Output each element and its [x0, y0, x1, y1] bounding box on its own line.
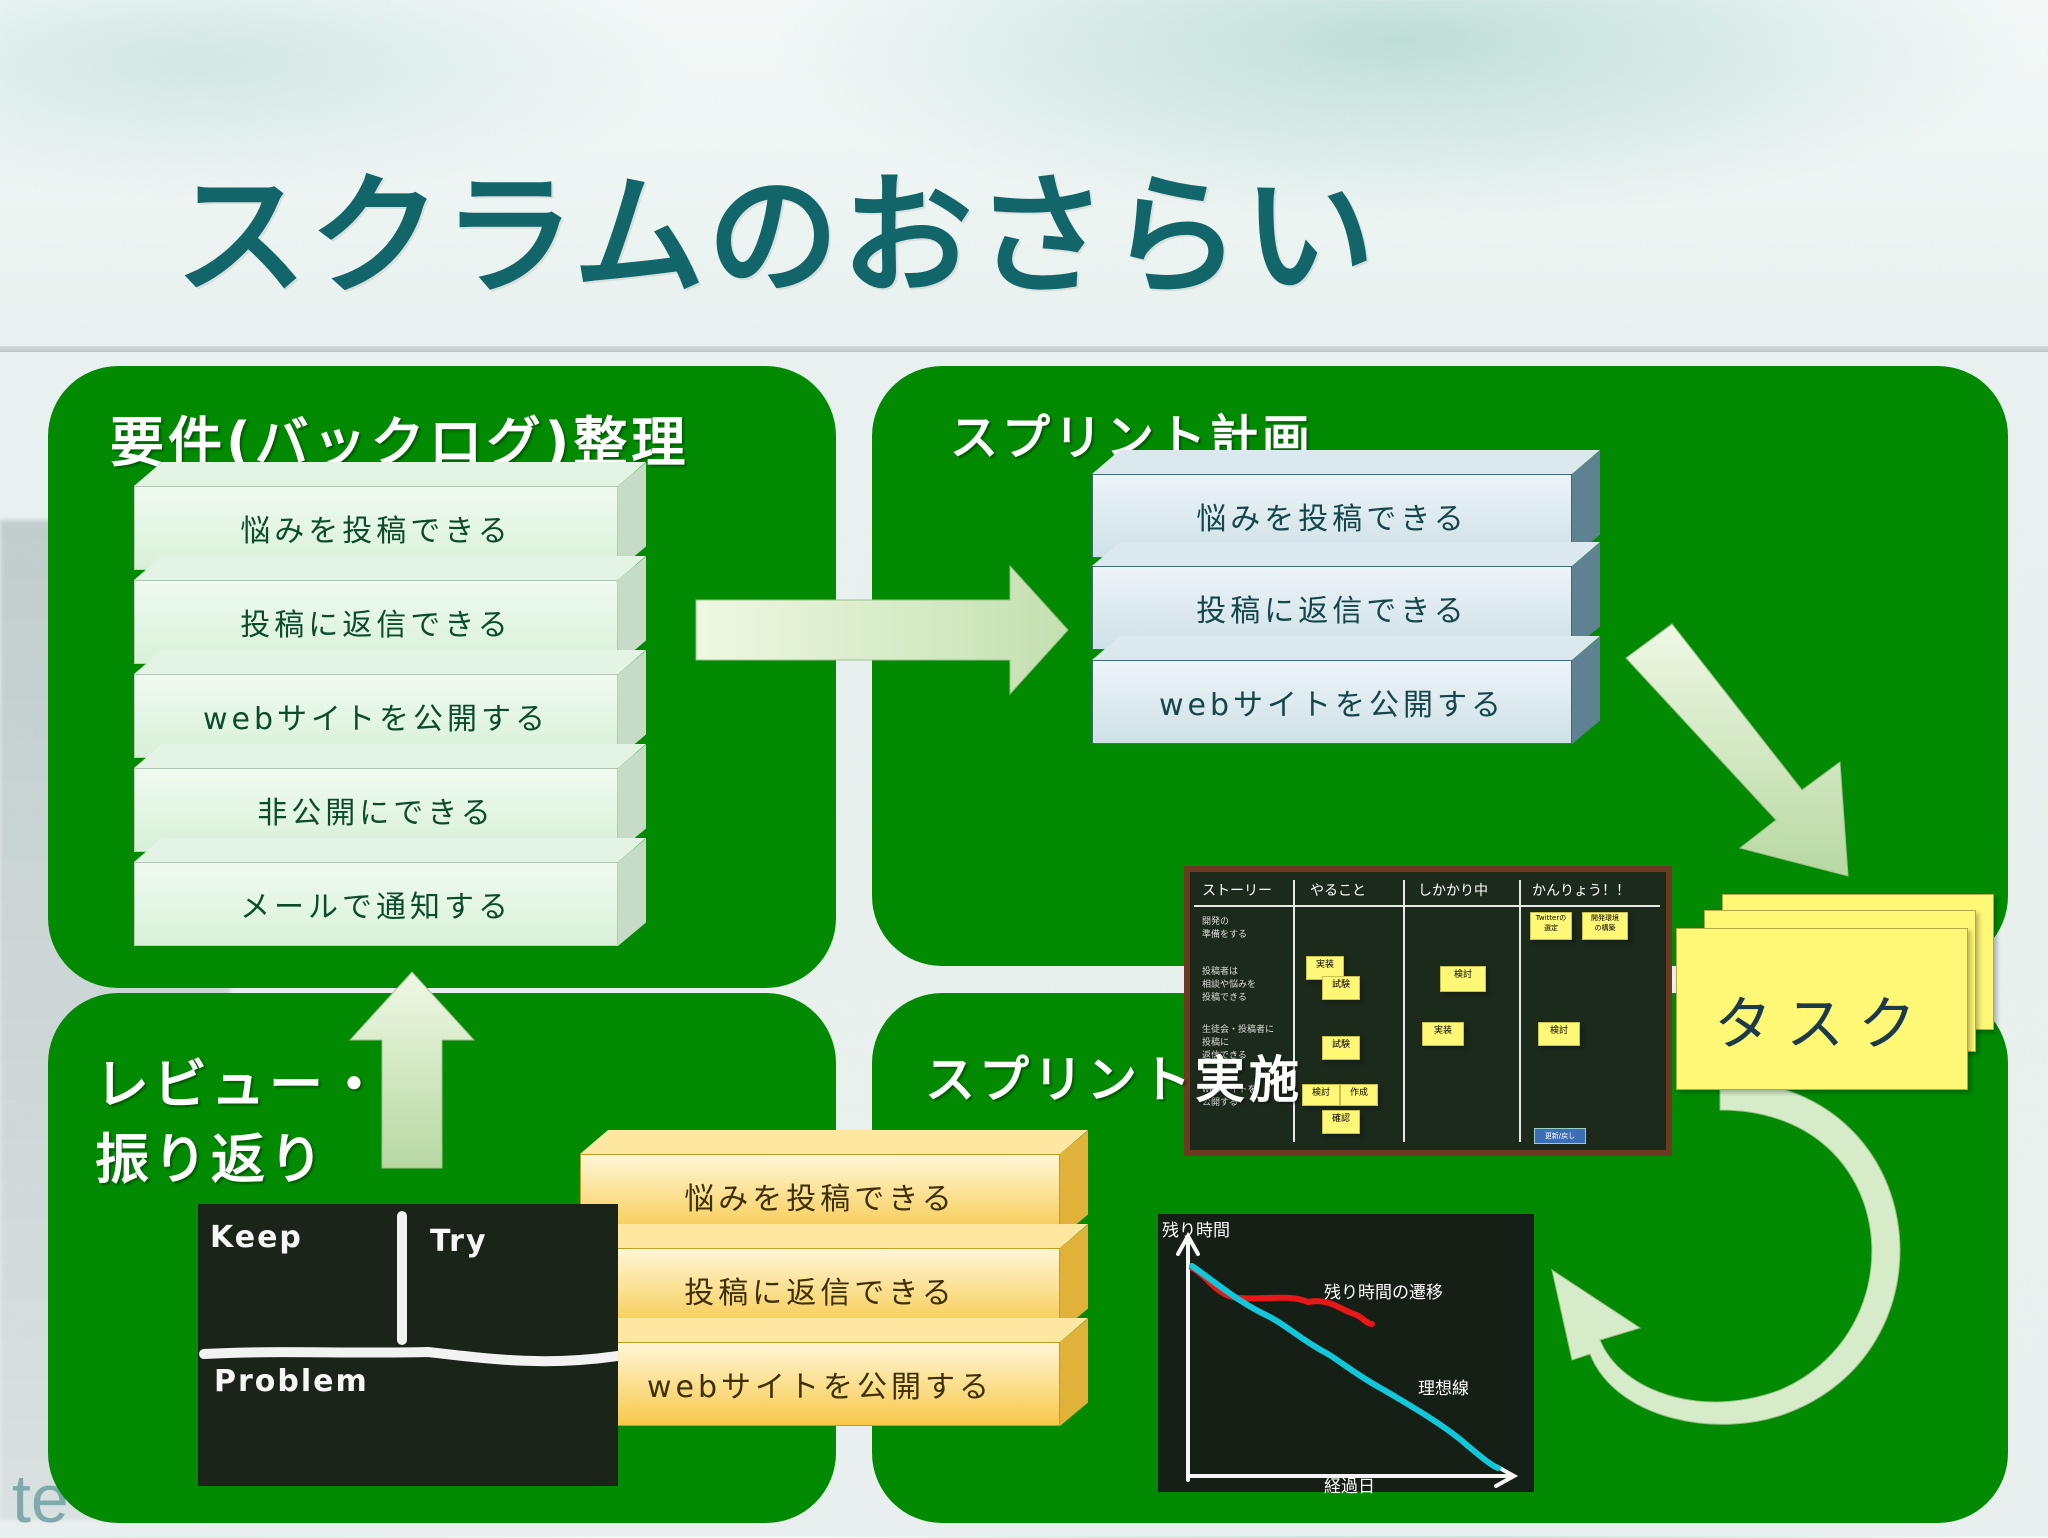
review-item: webサイトを公開する: [580, 1342, 1088, 1426]
board-sticky-note: 検討: [1302, 1084, 1340, 1106]
arrow-right: [695, 564, 1069, 696]
board-sticky-note: Twitterの 選定: [1530, 912, 1572, 940]
board-sticky-note: 検討: [1440, 966, 1486, 992]
kpt-try: Try: [430, 1224, 488, 1259]
burndown-xlabel: 経過日: [1324, 1477, 1375, 1497]
burndown-actual-label: 残り時間の遷移: [1324, 1283, 1443, 1303]
kpt-keep: Keep: [210, 1220, 303, 1255]
backlog-item: メールで通知する: [134, 862, 646, 946]
kpt-problem: Problem: [214, 1364, 369, 1399]
board-row: 生徒会・投稿者に 投稿に 返信できる: [1202, 1025, 1275, 1061]
actual-line: [1189, 1265, 1375, 1327]
sprint-exec-label: スプリント実施: [925, 1051, 1303, 1109]
ideal-line: [1189, 1263, 1501, 1471]
task-board: ストーリー やること しかかり中 かんりょう！！ 開発の 準備をする 投稿者は …: [1184, 866, 1672, 1156]
board-col-done: かんりょう！！: [1532, 883, 1630, 899]
board-sticky-note: 試験: [1322, 1036, 1360, 1060]
burndown-ylabel: 残り時間: [1162, 1221, 1230, 1241]
board-update-button[interactable]: 更新/戻し: [1534, 1128, 1586, 1144]
board-col-doing: しかかり中: [1418, 883, 1488, 899]
arrow-down-right: [1625, 623, 1849, 877]
review-label-line2: 振り返り: [95, 1128, 327, 1191]
board-sticky-note: 作成: [1340, 1084, 1378, 1106]
board-col-todo: やること: [1310, 883, 1366, 899]
board-sticky-note: 実装: [1422, 1022, 1464, 1046]
burndown-ideal-label: 理想線: [1418, 1379, 1469, 1399]
title-divider: [0, 346, 2048, 352]
burndown-chart: 残り時間 残り時間の遷移 理想線 経過日: [1158, 1214, 1534, 1497]
board-sticky-note: 確認: [1322, 1110, 1360, 1134]
board-sticky-note: 開発環境 の構築: [1582, 912, 1628, 940]
board-col-story: ストーリー: [1202, 883, 1272, 899]
board-row: 投稿者は 相談や悩みを 投稿できる: [1202, 967, 1257, 1003]
kpt-board: Keep Try Problem: [198, 1204, 618, 1486]
task-label: タスク: [1713, 990, 1930, 1058]
review-label-line1: レビュー・: [95, 1053, 385, 1116]
slide-title: スクラムのおさらい: [175, 160, 1378, 314]
board-sticky-note: 検討: [1538, 1022, 1580, 1046]
sprint-plan-item: webサイトを公開する: [1092, 660, 1600, 744]
arrow-curved: [1551, 1079, 1901, 1425]
board-row: webサイトを 公開する: [1202, 1085, 1257, 1108]
task-card-front: タスク: [1676, 928, 1968, 1090]
review-item: 投稿に返信できる: [580, 1248, 1088, 1332]
board-sticky-note: 試験: [1322, 976, 1360, 1000]
board-row: 開発の 準備をする: [1202, 917, 1248, 940]
arrow-up: [348, 971, 476, 1169]
